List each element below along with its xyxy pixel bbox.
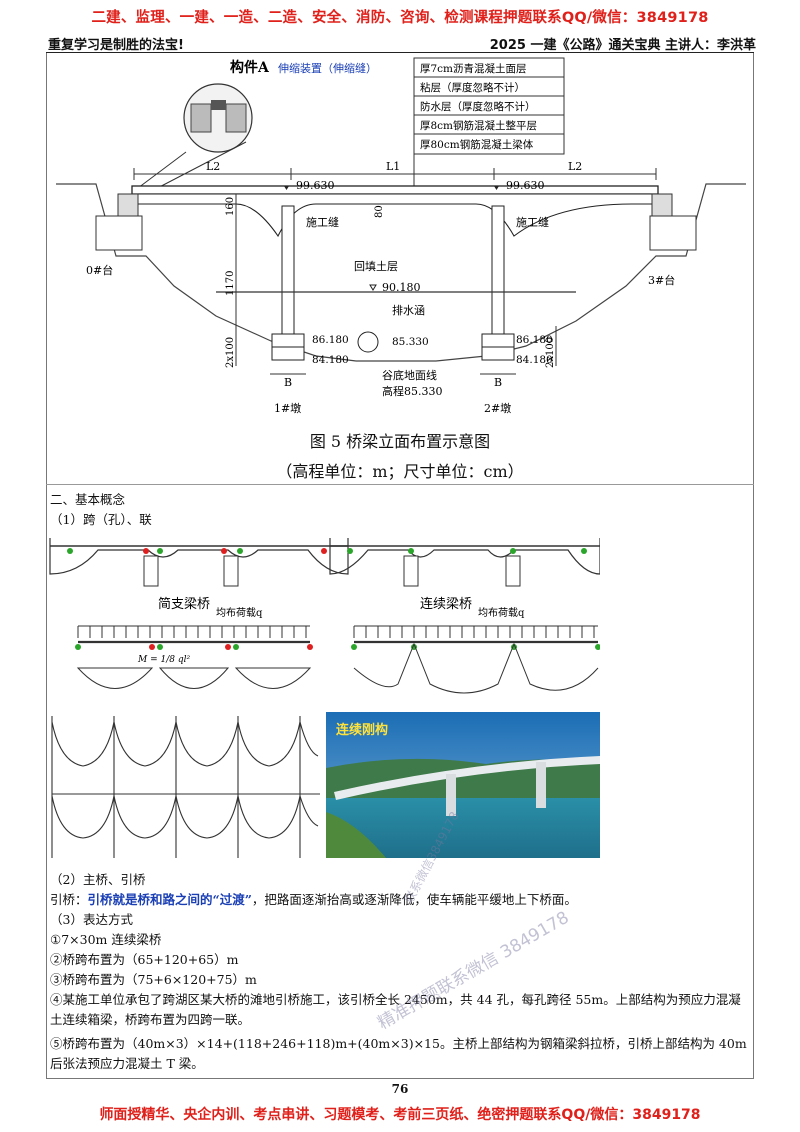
pier-2-column <box>491 205 505 335</box>
layer-1: 厚7cm沥青混凝土面层 <box>420 62 527 75</box>
approach-highlight: 引桥就是桥和路之间的“过渡” <box>87 892 252 907</box>
page-frame <box>46 53 754 1079</box>
top-promo-banner: 二建、监理、一建、一造、二造、安全、消防、咨询、检测课程押题联系QQ/微信：38… <box>91 10 709 26</box>
figure-units: （高程单位：m；尺寸单位：cm） <box>276 462 524 481</box>
elev-deck-right: 99.630 <box>506 179 545 192</box>
elev-deck-left: 99.630 <box>296 179 335 192</box>
elev-pier-top-left: 86.180 <box>312 334 349 346</box>
section-heading: 二、基本概念 <box>50 492 126 507</box>
item-5: ⑤桥跨布置为（40m×3）×14+(118+246+118)m+(40m×3)×… <box>50 1036 747 1071</box>
cable-profile-diagram <box>51 716 320 858</box>
dim-1170: 1170 <box>225 271 236 296</box>
component-note: 伸缩装置（伸缩缝） <box>278 61 377 75</box>
dim-80: 80 <box>374 205 385 218</box>
sub-heading-3: （3）表达方式 <box>50 912 133 927</box>
dim-b-right: B <box>494 376 502 389</box>
elev-pier-top-right: 86.180 <box>516 334 553 346</box>
layer-2: 粘层（厚度忽略不计） <box>420 81 525 94</box>
header-rule <box>46 52 754 53</box>
figure-caption: 图 5 桥梁立面布置示意图 <box>309 432 491 451</box>
dim-160: 160 <box>225 197 236 216</box>
elev-backfill: 90.180 <box>382 281 421 294</box>
item-2: ②桥跨布置为（65+120+65）m <box>50 952 239 967</box>
elev-valley: 85.330 <box>392 336 429 348</box>
approach-definition: 引桥：引桥就是桥和路之间的“过渡”，把路面逐渐抬高或逐渐降低，使车辆能平缓地上下… <box>50 890 750 910</box>
uniform-load-right: 均布荷载q <box>478 607 525 619</box>
elev-pier-bottom-left: 84.180 <box>312 354 349 366</box>
joint-right: 施工缝 <box>516 215 549 229</box>
pier-2-label: 2#墩 <box>484 401 511 415</box>
elev-pier-bottom-right: 84.180 <box>516 354 553 366</box>
span-left: L2 <box>206 160 220 173</box>
joint-left: 施工缝 <box>306 215 339 229</box>
dim-2x100-right: 2x100 <box>545 337 556 368</box>
item-4: ④某施工单位承包了跨湖区某大桥的滩地引桥施工，该引桥全长 2450m，共 44 … <box>50 992 741 1027</box>
item-1: ①7×30m 连续梁桥 <box>50 932 162 947</box>
valley-line-label: 谷底地面线 <box>382 368 437 382</box>
layer-3: 防水层（厚度忽略不计） <box>420 100 536 113</box>
figure-divider <box>46 484 754 485</box>
beam-comparison-diagram: 简支梁桥 均布荷载q 连续梁桥 均布荷载q M = 1/8 ql² <box>49 538 600 694</box>
sub-heading-1: （1）跨（孔）、联 <box>50 512 152 527</box>
page-number: 76 <box>391 1082 409 1096</box>
backfill-label: 回填土层 <box>354 259 398 273</box>
rigid-frame-photo: 连续刚构 <box>326 712 600 858</box>
abutment-right: 3#台 <box>648 273 675 287</box>
detail-callout-circle <box>183 83 253 153</box>
sub-heading-2: （2）主桥、引桥 <box>50 872 146 887</box>
simple-beam-label: 简支梁桥 <box>158 596 210 612</box>
approach-lead: 引桥： <box>50 892 88 907</box>
bridge-deck <box>131 185 659 195</box>
pier-1-column <box>281 205 295 335</box>
approach-rest: ，把路面逐渐抬高或逐渐降低，使车辆能平缓地上下桥面。 <box>251 892 577 907</box>
moment-formula: M = 1/8 ql² <box>137 655 190 665</box>
pier-1-label: 1#墩 <box>274 401 301 415</box>
layers-table: 厚7cm沥青混凝土面层 粘层（厚度忽略不计） 防水层（厚度忽略不计） 厚8cm钢… <box>413 57 565 196</box>
rigid-frame-title: 连续刚构 <box>336 722 388 738</box>
continuous-beam-label: 连续梁桥 <box>420 596 472 612</box>
bottom-promo-banner: 师面授精华、央企内训、考点串讲、习题模考、考前三页纸、绝密押题联系QQ/微信：3… <box>99 1107 701 1123</box>
dim-b-left: B <box>284 376 292 389</box>
layer-4: 厚8cm钢筋混凝土整平层 <box>420 119 537 132</box>
dim-2x100-left: 2x100 <box>225 337 236 368</box>
drain-label: 排水涵 <box>392 303 425 317</box>
span-mid: L1 <box>386 160 400 173</box>
component-label: 构件A <box>230 59 270 76</box>
bridge-elevation-figure: 构件A 伸缩装置（伸缩缝） 厚7cm沥青混凝土面层 粘层（厚度忽略不计） 防水层… <box>56 57 746 415</box>
span-right: L2 <box>568 160 582 173</box>
header-motto: 重复学习是制胜的法宝! <box>48 38 184 53</box>
layer-5: 厚80cm钢筋混凝土梁体 <box>420 138 534 151</box>
valley-elev-label: 高程85.330 <box>382 384 443 398</box>
abutment-left: 0#台 <box>86 263 113 277</box>
header-title: 2025 一建《公路》通关宝典 主讲人：李洪革 <box>489 38 756 53</box>
uniform-load-left: 均布荷载q <box>216 607 263 619</box>
item-3: ③桥跨布置为（75+6×120+75）m <box>50 972 257 987</box>
